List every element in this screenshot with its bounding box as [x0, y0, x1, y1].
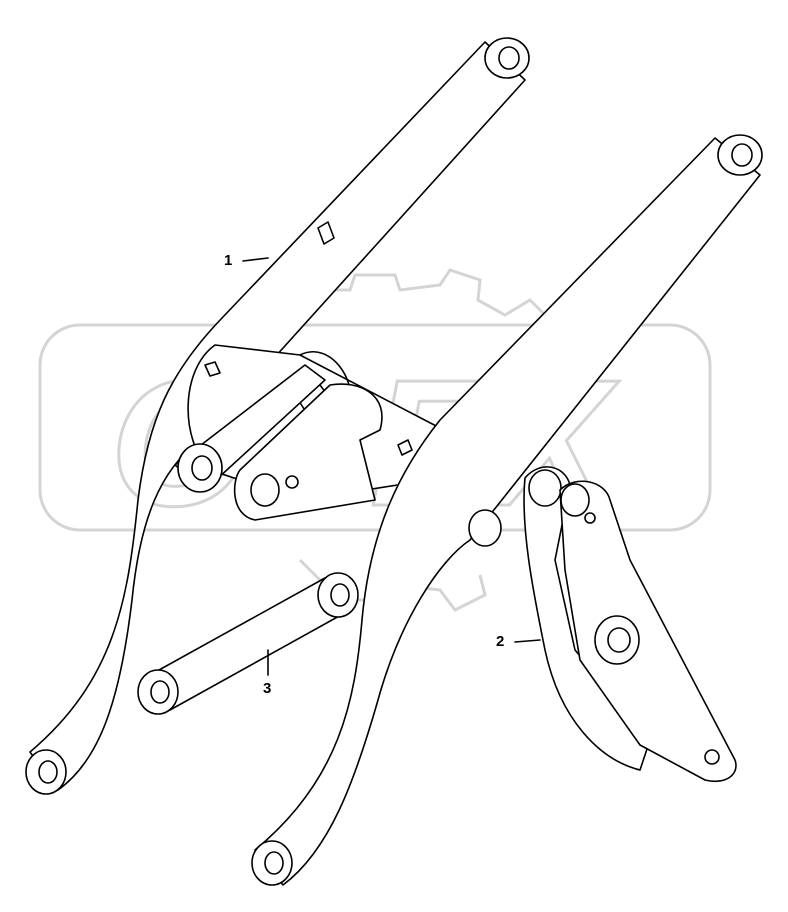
right-lift-arm — [251, 134, 763, 886]
leader-line-1 — [242, 257, 269, 262]
callout-3: 3 — [263, 680, 272, 697]
callout-2: 2 — [496, 633, 505, 650]
cross-tube — [174, 344, 441, 521]
leader-line-2 — [514, 639, 541, 643]
callout-1: 1 — [224, 252, 233, 269]
left-lift-arm — [25, 37, 530, 795]
link-bar — [137, 572, 359, 715]
bellcrank — [523, 466, 737, 782]
